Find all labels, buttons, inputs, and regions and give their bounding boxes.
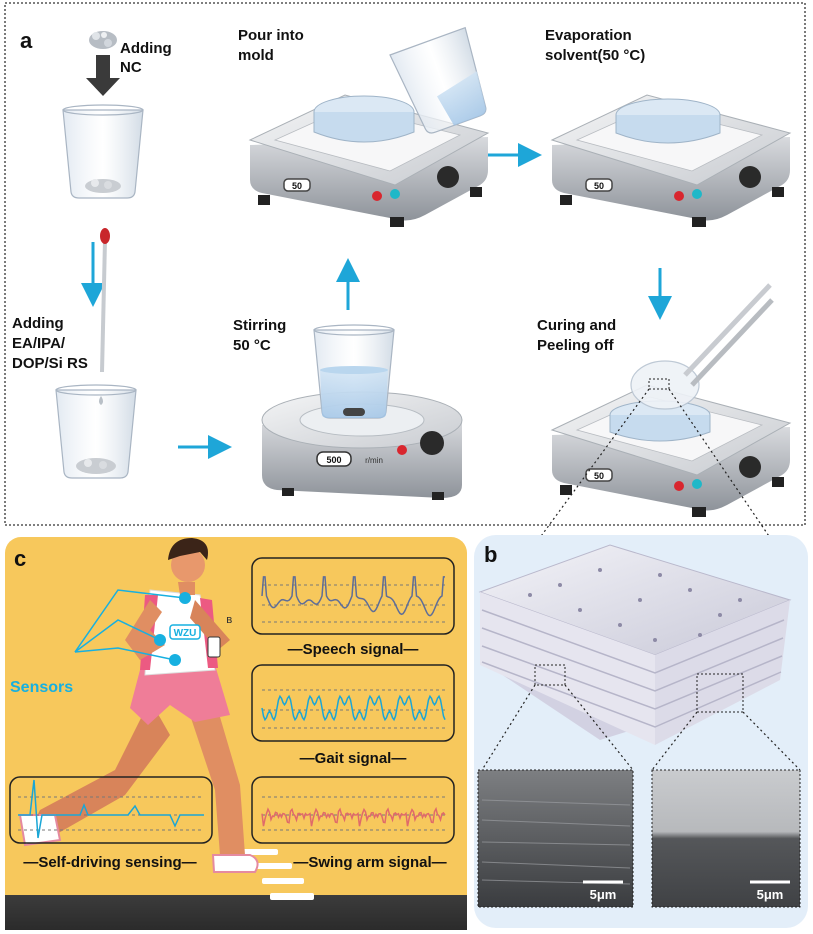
sensor-dot-shoulder xyxy=(179,592,191,604)
nc-solvent-in-beaker xyxy=(76,396,116,474)
label-adding-nc: Adding NC xyxy=(120,40,176,76)
scalebar-left-label: 5μm xyxy=(590,887,617,902)
sensor-callouts xyxy=(74,589,186,661)
svg-text:50: 50 xyxy=(292,181,302,191)
panel-b-label: b xyxy=(484,542,497,567)
bluetooth-icon: ʙ xyxy=(226,613,232,626)
nc-in-beaker xyxy=(85,179,121,193)
self-driving-box xyxy=(9,776,213,844)
tweezers-icon xyxy=(683,283,774,387)
speech-signal-box xyxy=(251,557,455,635)
zoom-line-b1a xyxy=(481,684,536,771)
beaker-pouring xyxy=(389,26,487,134)
arrow-down-dark xyxy=(86,55,120,96)
petri-dish-curing xyxy=(609,400,711,442)
layered-film-3d xyxy=(478,544,792,745)
hotplate-curing: 50 xyxy=(551,384,791,518)
sensor-dot-chest xyxy=(154,634,166,646)
nc-powder-icon xyxy=(89,31,117,49)
beaker-stirring xyxy=(313,324,395,419)
runner-figure: WZU ʙ xyxy=(18,538,259,873)
label-adding-solvents: Adding EA/IPA/ DOP/Si RS xyxy=(12,315,88,372)
panel-a-label: a xyxy=(20,28,33,53)
peeled-film xyxy=(630,360,700,410)
scalebar-right-label: 5μm xyxy=(757,887,784,902)
panel-c-label: c xyxy=(14,546,26,571)
sensors-label: Sensors xyxy=(10,679,73,696)
swing-arm-signal-box xyxy=(251,776,455,844)
label-pour: Pour into mold xyxy=(238,27,308,64)
sensor-dot-wrist xyxy=(169,654,181,666)
svg-text:r/min: r/min xyxy=(365,456,383,465)
gait-signal-box xyxy=(251,664,455,742)
label-curing: Curing and Peeling off xyxy=(537,317,620,354)
self-driving-label: —Self-driving sensing— xyxy=(23,854,196,871)
sem-image-left: 5μm xyxy=(477,769,634,908)
gait-signal-label: —Gait signal— xyxy=(300,750,407,767)
sem-image-right: 5μm xyxy=(651,769,801,908)
road xyxy=(5,895,467,930)
shirt-text: WZU xyxy=(174,628,197,639)
petri-dish-pour xyxy=(313,95,415,143)
dropper-icon xyxy=(100,228,110,373)
crosswalk xyxy=(240,849,314,900)
label-evaporation: Evaporation solvent(50 °C) xyxy=(545,27,645,64)
hotplate-pour: 50 xyxy=(249,94,489,228)
swing-arm-label: —Swing arm signal— xyxy=(293,854,446,871)
svg-text:50: 50 xyxy=(594,181,604,191)
petri-dish-evaporation xyxy=(615,98,721,144)
speech-signal-label: —Speech signal— xyxy=(288,641,419,658)
zoom-line-b2b xyxy=(742,711,801,771)
label-stirring: Stirring 50 °C xyxy=(233,317,291,354)
panel-a-frame xyxy=(4,2,806,526)
zoom-line-b2a xyxy=(651,711,698,771)
hotplate-evaporation: 50 xyxy=(551,94,791,228)
zoom-line-right xyxy=(668,388,776,546)
svg-text:50: 50 xyxy=(594,471,604,481)
zoom-line-b1b xyxy=(564,684,634,771)
svg-text:500: 500 xyxy=(326,455,341,465)
